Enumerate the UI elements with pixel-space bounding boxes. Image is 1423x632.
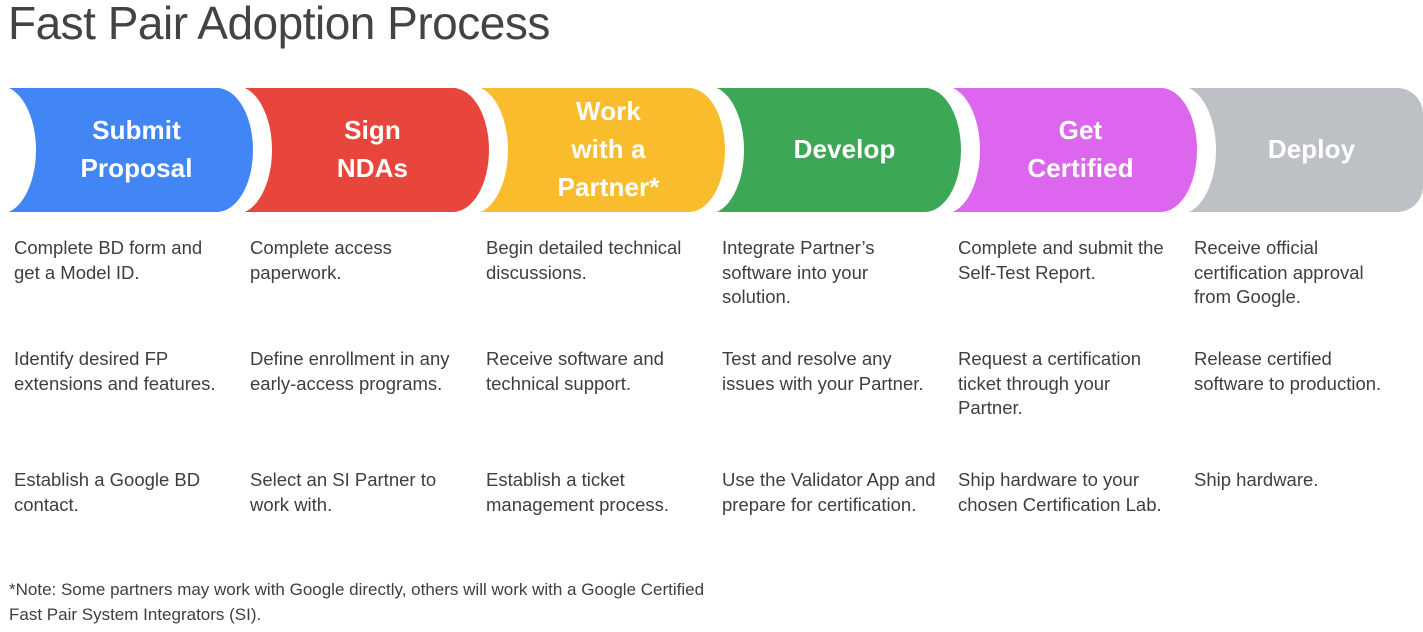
detail-step: Receive software and technical support. <box>486 348 664 394</box>
process-stage-band: Submit Proposal Sign NDAs Work with a Part… <box>0 86 1423 214</box>
detail-step: Integrate Partner’s software into your s… <box>722 237 875 308</box>
detail-step: Test and resolve any issues with your Pa… <box>722 348 924 394</box>
stage-chevron-shape <box>0 88 253 212</box>
stage-label-get-certified: Get Certified <box>1027 115 1134 183</box>
detail-step: Request a certification ticket through y… <box>958 348 1142 419</box>
stage-chevron-sign-ndas[interactable]: Sign NDAs <box>200 86 489 214</box>
stage-label-work-with-a-partner: Work with a Partner* <box>557 96 660 202</box>
stage-label-deploy: Deploy <box>1267 134 1356 165</box>
stage-label-develop: Develop <box>793 134 896 165</box>
detail-step: Establish a ticket management process. <box>486 469 670 515</box>
page-title: Fast Pair Adoption Process <box>8 0 550 49</box>
stage-chevron-deploy[interactable]: Deploy <box>1144 86 1423 214</box>
stage-chevron-shape <box>944 88 1197 212</box>
detail-step: Complete BD form and get a Model ID. <box>14 237 203 283</box>
stage-chevron-submit-proposal[interactable]: Submit Proposal <box>0 86 253 214</box>
stage-chevron-shape <box>708 88 961 212</box>
stage-chevron-shape <box>472 88 725 212</box>
detail-step: Define enrollment in any early-access pr… <box>250 348 450 394</box>
detail-step: Release certified software to production… <box>1194 348 1382 394</box>
stage-chevron-develop[interactable]: Develop <box>672 86 961 214</box>
stage-chevron-get-certified[interactable]: Get Certified <box>908 86 1197 214</box>
detail-step: Use the Validator App and prepare for ce… <box>722 469 936 515</box>
stage-chevron-work-with-a-partner[interactable]: Work with a Partner* <box>436 86 725 214</box>
detail-step: Begin detailed technical discussions. <box>486 237 682 283</box>
stage-chevron-shape <box>1180 88 1423 212</box>
stage-chevron-shape <box>236 88 489 212</box>
detail-step: Ship hardware. <box>1194 469 1319 490</box>
stage-label-sign-ndas: Sign NDAs <box>336 115 409 183</box>
detail-step: Receive official certification approval … <box>1194 237 1364 308</box>
detail-step: Complete and submit the Self-Test Report… <box>958 237 1164 283</box>
detail-step: Ship hardware to your chosen Certificati… <box>958 469 1162 515</box>
detail-step: Select an SI Partner to work with. <box>250 469 437 515</box>
stage-label-submit-proposal: Submit Proposal <box>80 115 193 183</box>
detail-step: Identify desired FP extensions and featu… <box>14 348 216 394</box>
detail-step: Establish a Google BD contact. <box>14 469 201 515</box>
detail-step: Complete access paperwork. <box>250 237 392 283</box>
footnote: *Note: Some partners may work with Googl… <box>9 580 705 624</box>
